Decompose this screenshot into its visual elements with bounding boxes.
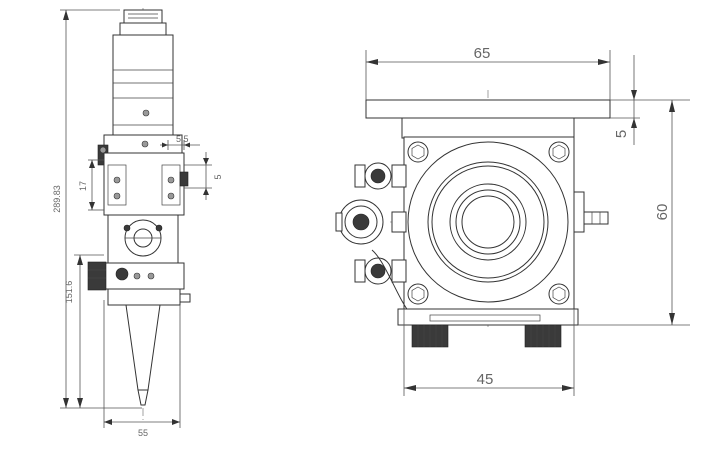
- barrel-screw: [142, 109, 150, 117]
- dim-5: 5: [213, 174, 223, 179]
- head-collar: [119, 22, 167, 36]
- main-body: [403, 136, 575, 310]
- dim-17: 17: [78, 181, 88, 191]
- dim-bottom-width: 45: [477, 371, 494, 388]
- bottom-plate: [397, 308, 579, 326]
- gas-port: [179, 293, 191, 303]
- left-connector: [87, 261, 107, 291]
- corner-bolt-tl: [407, 141, 429, 163]
- fitting-mount-bottom: [391, 259, 407, 283]
- adjust-block: [107, 214, 179, 264]
- right-port-mount: [573, 191, 585, 233]
- corner-bolt-bl: [407, 283, 429, 305]
- nozzle-cone: [125, 304, 161, 391]
- bore-inner: [461, 195, 515, 249]
- top-plate: [365, 99, 611, 119]
- bore-outer: [407, 141, 569, 303]
- dim-top-width: 65: [474, 45, 491, 62]
- dim-lower-height: 151.6: [64, 281, 74, 304]
- plate-neck: [401, 117, 575, 139]
- corner-bolt-br: [548, 283, 570, 305]
- mid-body: [103, 152, 185, 216]
- fitting-mount-top: [391, 164, 407, 188]
- bore-ring: [427, 161, 549, 283]
- upper-block-screw: [141, 140, 149, 148]
- side-view: 289.83 151.6 17 5.5 5 55: [52, 8, 223, 438]
- right-port: [583, 211, 609, 225]
- collimator-barrel: [112, 34, 174, 136]
- dim-plate-thickness: 5: [613, 130, 630, 138]
- corner-bolt-tr: [548, 141, 570, 163]
- dim-5-5: 5.5: [176, 134, 189, 144]
- nozzle-tip: [137, 389, 149, 406]
- top-view: 65 5 60 45: [335, 45, 690, 396]
- fitting-mount-mid: [391, 211, 407, 233]
- right-knob: [179, 171, 189, 187]
- left-window: [107, 164, 127, 206]
- lower-knob-left: [115, 267, 129, 281]
- dim-total-height: 289.83: [52, 185, 62, 213]
- nozzle-mount: [107, 288, 181, 306]
- dim-width-bottom: 55: [138, 428, 148, 438]
- lower-block: [103, 262, 185, 290]
- head-cap: [123, 9, 163, 25]
- dim-height: 60: [654, 204, 671, 221]
- bore-lens: [449, 183, 527, 261]
